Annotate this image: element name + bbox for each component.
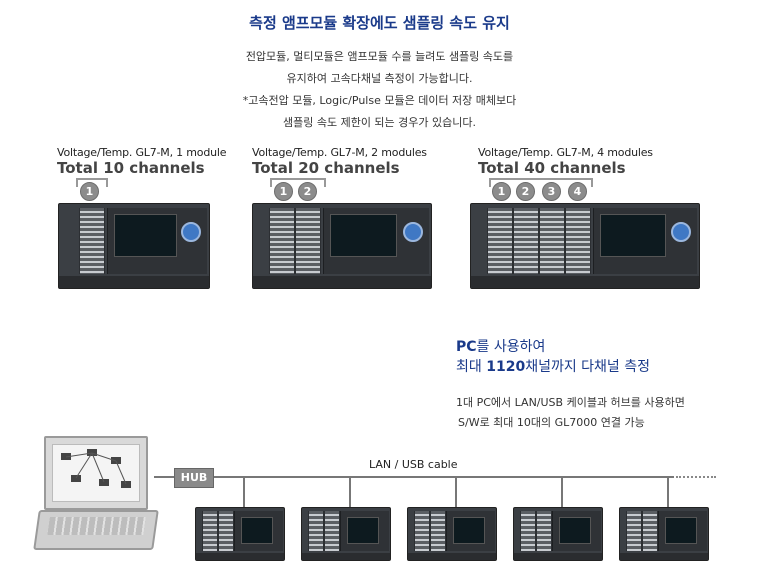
description-line-3: *고속전압 모듈, Logic/Pulse 모듈은 데이터 저장 매체보다 xyxy=(242,94,517,107)
gl7000-device xyxy=(513,507,603,561)
hub-box: HUB xyxy=(174,468,214,488)
knob-icon xyxy=(403,222,423,242)
cable-continuation xyxy=(676,476,716,478)
device-screen xyxy=(600,214,666,257)
pc-heading: PC를 사용하여 xyxy=(456,339,546,355)
config-1: Voltage/Temp. GL7-M, 1 module Total 10 c… xyxy=(57,146,227,177)
module-badge: 2 xyxy=(298,182,317,201)
network-diagram-icon xyxy=(61,449,131,488)
gl7000-device xyxy=(301,507,391,561)
config-total: Total 40 channels xyxy=(478,159,626,177)
module-badge: 1 xyxy=(492,182,511,201)
device-screen xyxy=(330,214,398,257)
gl7000-device xyxy=(407,507,497,561)
device-screen xyxy=(114,214,178,257)
module-badge: 1 xyxy=(274,182,293,201)
module-badge: 2 xyxy=(516,182,535,201)
gl7000-device xyxy=(470,203,700,289)
module-badge: 4 xyxy=(568,182,587,201)
knob-icon xyxy=(181,222,201,242)
module-bracket xyxy=(76,178,108,187)
cable-label: LAN / USB cable xyxy=(369,458,458,471)
gl7000-device xyxy=(619,507,709,561)
gl7000-device xyxy=(58,203,210,289)
network-cable xyxy=(154,476,674,478)
config-total: Total 20 channels xyxy=(252,159,400,177)
config-label: Voltage/Temp. GL7-M, 2 modules xyxy=(252,146,427,159)
gl7000-device xyxy=(252,203,432,289)
config-label: Voltage/Temp. GL7-M, 1 module xyxy=(57,146,227,159)
pc-description-2: S/W로 최대 10대의 GL7000 연결 가능 xyxy=(458,416,645,429)
pc-subheading: 최대 1120채널까지 다채널 측정 xyxy=(456,359,651,375)
laptop-icon xyxy=(33,432,159,552)
module-badge: 3 xyxy=(542,182,561,201)
config-total: Total 10 channels xyxy=(57,159,205,177)
config-label: Voltage/Temp. GL7-M, 4 modules xyxy=(478,146,653,159)
config-2: Voltage/Temp. GL7-M, 2 modules Total 20 … xyxy=(252,146,427,177)
description-line-1: 전압모듈, 멀티모듈은 앰프모듈 수를 늘려도 샘플링 속도를 xyxy=(245,50,514,63)
knob-icon xyxy=(671,222,691,242)
description-line-4: 샘플링 속도 제한이 되는 경우가 있습니다. xyxy=(282,116,477,129)
module-bracket xyxy=(489,178,593,187)
gl7000-device xyxy=(195,507,285,561)
module-badge: 1 xyxy=(80,182,99,201)
pc-description-1: 1대 PC에서 LAN/USB 케이블과 허브를 사용하면 xyxy=(456,396,685,409)
config-3: Voltage/Temp. GL7-M, 4 modules Total 40 … xyxy=(478,146,653,177)
module-bracket xyxy=(270,178,326,187)
page-title: 측정 앰프모듈 확장에도 샘플링 속도 유지 xyxy=(249,14,510,32)
description-line-2: 유지하여 고속다채널 측정이 가능합니다. xyxy=(286,72,473,85)
